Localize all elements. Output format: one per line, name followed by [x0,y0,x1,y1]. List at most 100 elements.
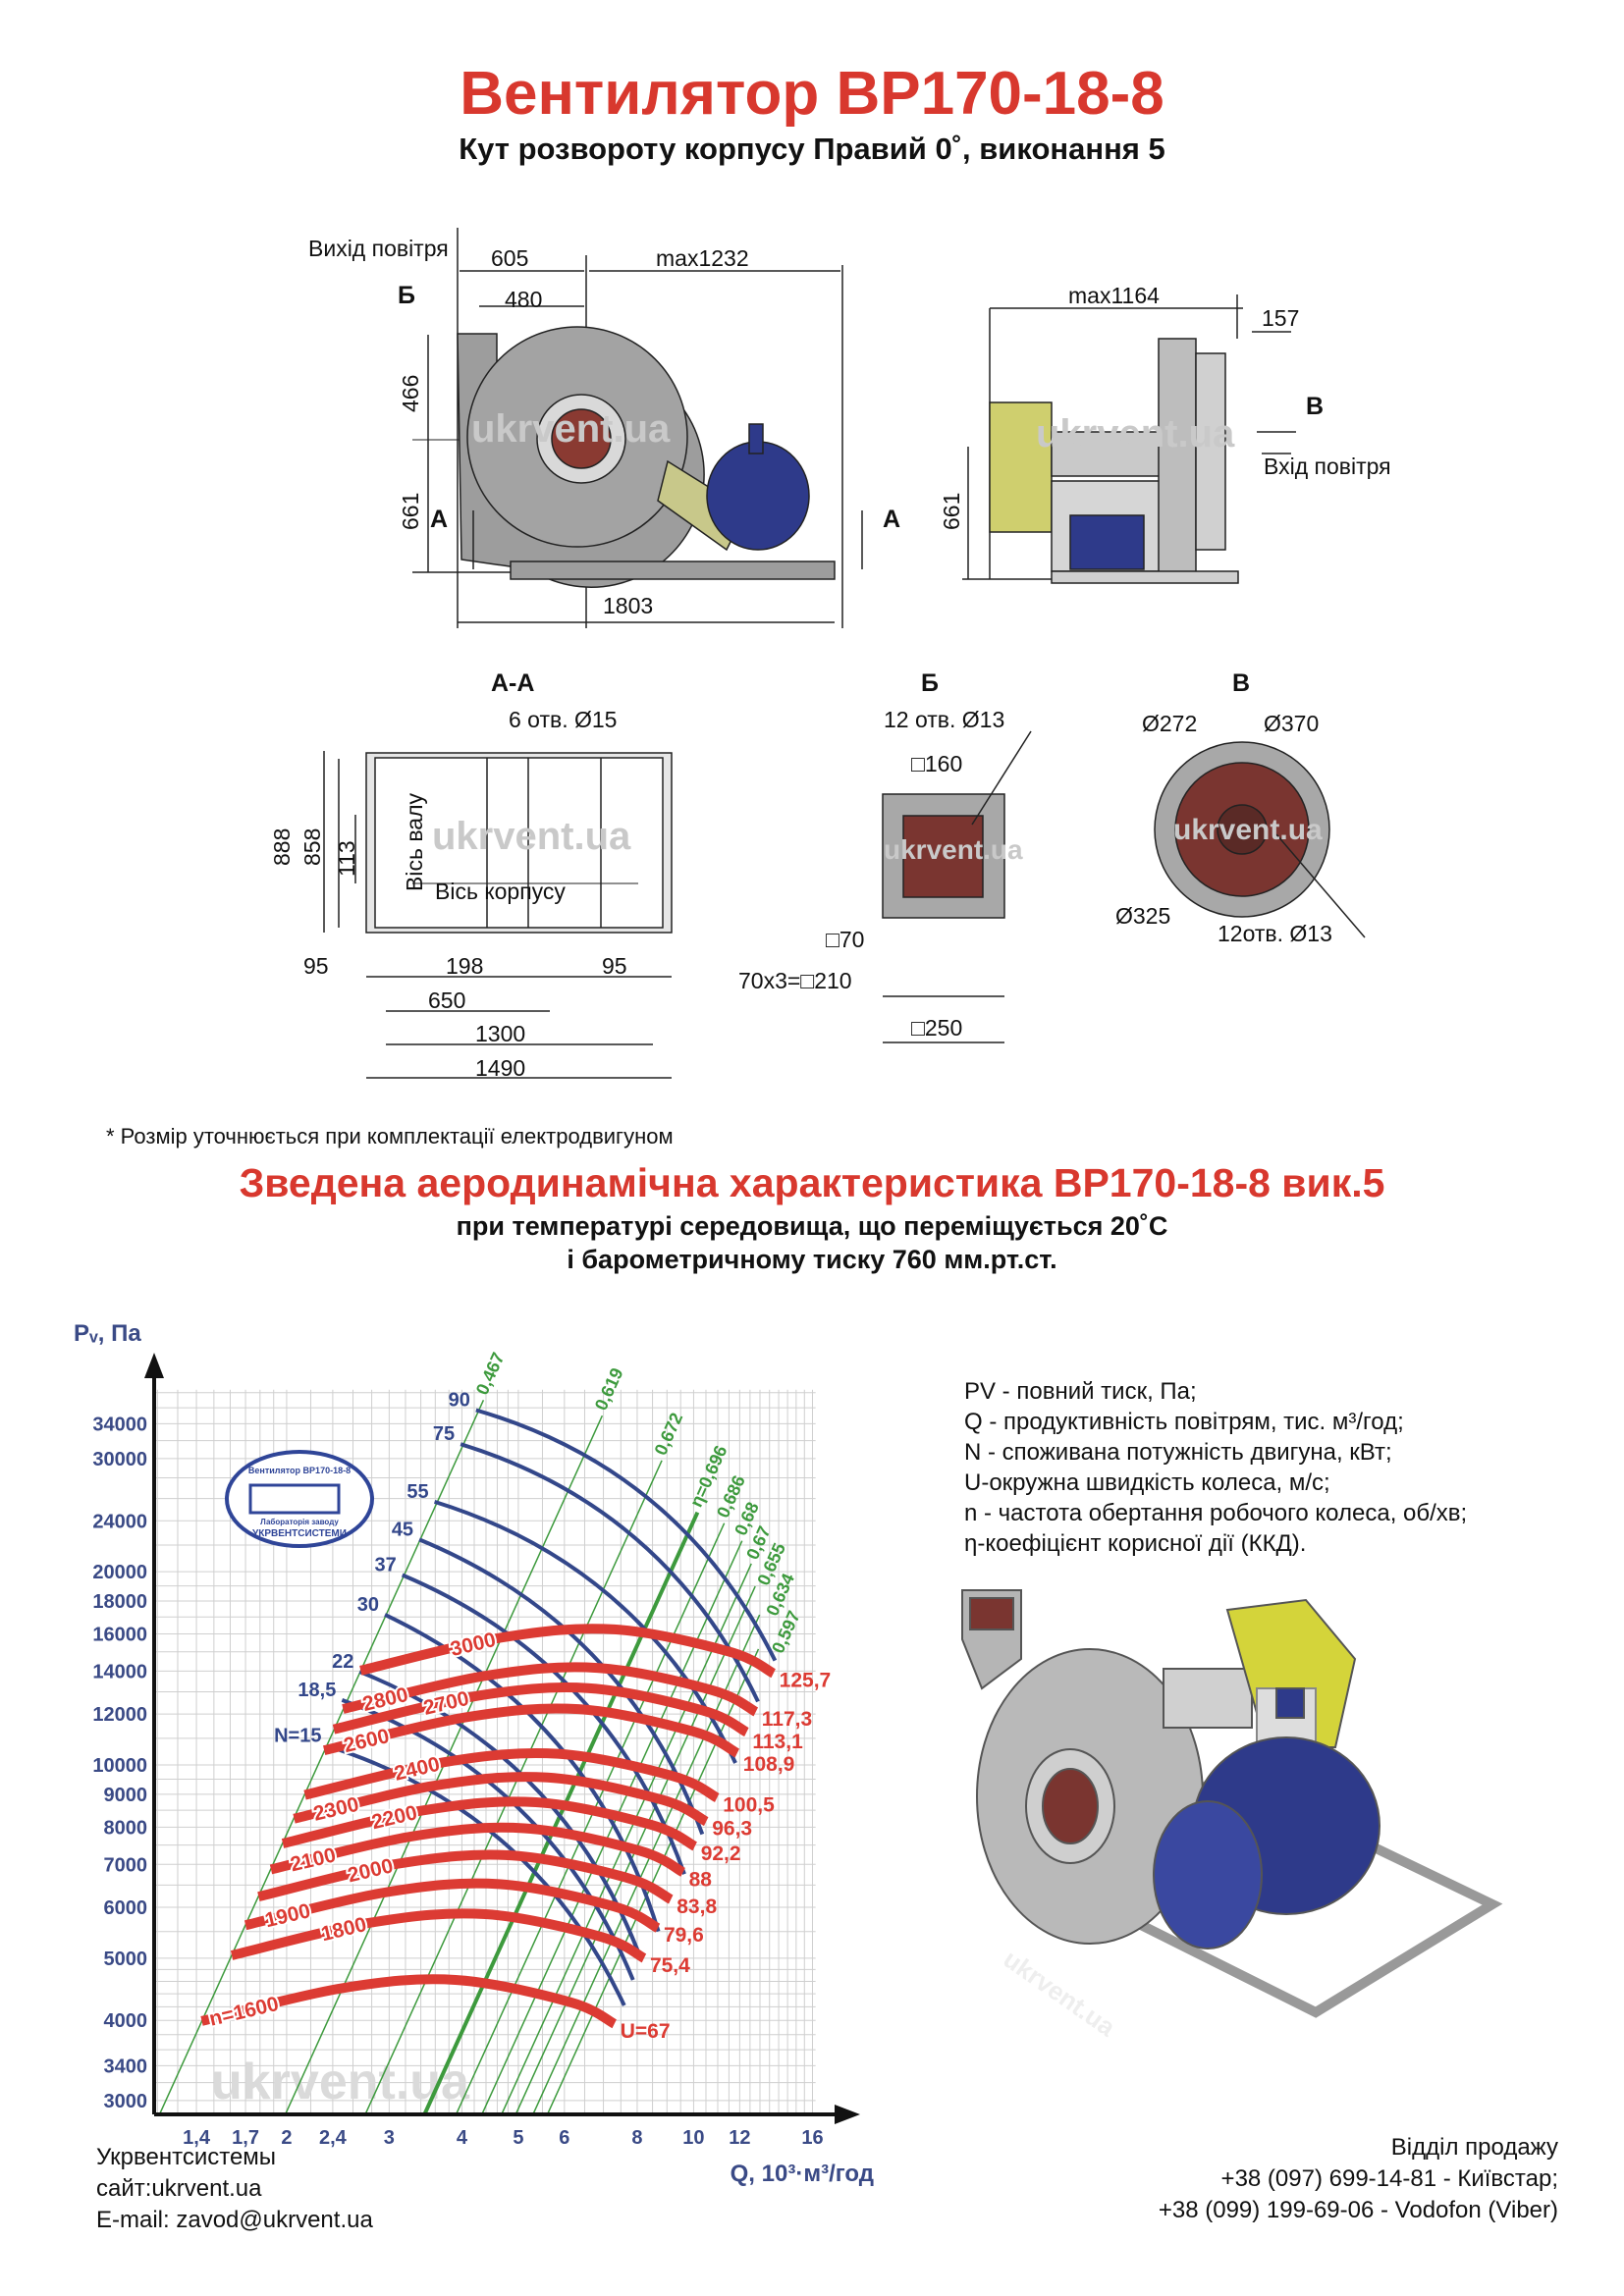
dim-95-right: 95 [602,953,627,979]
housing-axis-label: Вісь корпусу [435,879,566,904]
speed-curve [293,1772,709,1827]
x-tick-label: 8 [631,2127,642,2149]
tip-speed-label: 100,5 [723,1793,775,1816]
speed-curve [244,1878,661,1933]
power-label: 22 [332,1651,353,1673]
phone-vodafone[interactable]: +38 (099) 199-69-06 - Vodofon (Viber) [1158,2197,1558,2223]
y-tick-label: 18000 [92,1591,147,1613]
footnote: * Розмір уточнюється при комплектації ел… [106,1124,674,1148]
section-v-holes: 12отв. Ø13 [1218,921,1332,946]
dim-370: Ø370 [1264,711,1320,736]
air-outlet-label: Вихід повітря [308,236,449,261]
footer-company-info: Укрвентсистемы сайт:ukrvent.ua E-mail: z… [96,2142,373,2236]
power-curve [401,1573,686,1875]
chart-watermark: ukrvent.ua [211,2054,470,2110]
speed-label: 2400 [392,1753,442,1786]
air-inlet-label: Вхід повітря [1264,454,1391,479]
dim-max1232: max1232 [656,245,749,271]
power-label: 30 [357,1594,379,1616]
x-tick-label: 12 [729,2127,750,2149]
dim-325: Ø325 [1115,903,1171,929]
phone-kyivstar[interactable]: +38 (097) 699-14-81 - Київстар; [1220,2165,1558,2192]
section-v-mark: В [1306,393,1325,420]
section-b-drawing [882,730,1032,1043]
speed-label: 1800 [319,1913,369,1946]
dim-480: 480 [505,287,543,312]
y-tick-label: 7000 [104,1854,148,1876]
section-b-holes: 12 отв. Ø13 [884,707,1005,732]
speed-curve [230,1908,647,1963]
speed-curve [257,1849,674,1904]
chart-legend: PV - повний тиск, Па; Q - продуктивність… [964,1376,1467,1559]
dim-1803: 1803 [603,593,654,618]
speed-curve [323,1703,740,1758]
side-view-drawing [962,294,1296,584]
y-tick-label: 34000 [92,1414,147,1435]
efficiency-line [455,1522,726,2115]
company-site[interactable]: сайт:ukrvent.ua [96,2175,262,2202]
y-tick-label: 20000 [92,1562,147,1583]
tip-speed-label: 113,1 [752,1731,803,1753]
legend-item-n-power: N - споживана потужність двигуна, кВт; [964,1439,1392,1466]
dim-650: 650 [428,988,466,1013]
dim-157: 157 [1262,305,1300,331]
power-curve [326,1743,626,2006]
power-curve [384,1613,661,1933]
legend-item-u: U-окружна швидкість колеса, м/с; [964,1469,1330,1496]
dim-210: 70х3=□210 [738,968,852,993]
y-tick-label: 16000 [92,1624,147,1645]
tip-speed-label: 79,6 [664,1924,704,1947]
y-tick-label: 5000 [104,1949,148,1970]
dim-272: Ø272 [1142,711,1198,736]
x-tick-label: 2 [281,2127,292,2149]
aero-condition-pressure: і барометричному тиску 760 мм.рт.ст. [567,1245,1057,1274]
efficiency-line [501,1563,752,2115]
x-tick-label: 2,4 [319,2127,348,2149]
fan-3d-illustration: ukrvent.ua [961,1589,1503,2043]
dim-max1164: max1164 [1068,283,1160,308]
x-tick-label: 1,4 [183,2127,211,2149]
speed-curve [200,1974,618,2029]
sales-department: Відділ продажу [1390,2134,1558,2161]
y-tick-label: 3400 [104,2056,148,2077]
section-a-right-mark: А [883,506,901,533]
x-tick-label: 3 [384,2127,395,2149]
power-label: 45 [392,1519,413,1540]
tip-speed-label: U=67 [621,2020,671,2043]
dim-95-left: 95 [303,953,329,979]
speed-curve [281,1796,698,1851]
y-tick-label: 6000 [104,1897,148,1919]
speed-curve [269,1822,686,1877]
legend-item-n-speed: n - частота обертання робочого колеса, о… [964,1500,1468,1526]
section-b-title: Б [921,669,939,697]
tip-speed-label: 108,9 [743,1753,795,1776]
tip-speed-label: 117,3 [762,1708,812,1731]
y-axis-label: Pᵥ, Па [74,1320,141,1347]
dim-198: 198 [446,953,484,979]
x-axis-label: Q, 10³·м³/год [731,2161,874,2187]
y-tick-label: 3000 [104,2091,148,2112]
speed-curve [342,1662,759,1717]
page-subtitle: Кут розвороту корпусу Правий 0˚, виконан… [459,132,1165,166]
legend-item-pv: PV - повний тиск, Па; [964,1378,1197,1405]
y-tick-label: 4000 [104,2010,148,2032]
dim-160: □160 [911,751,963,776]
x-tick-label: 10 [682,2127,704,2149]
tip-speed-label: 88 [689,1868,713,1891]
speed-curve [359,1624,777,1679]
y-tick-label: 8000 [104,1817,148,1839]
power-curve [341,1697,635,1981]
y-tick-label: 12000 [92,1704,147,1726]
y-tick-label: 24000 [92,1511,147,1532]
speed-label: 2100 [289,1843,339,1876]
power-label: 37 [374,1555,396,1576]
efficiency-label: 0,467 [472,1350,509,1398]
power-label: 55 [406,1481,428,1503]
speed-label: 3000 [448,1629,498,1661]
aero-title: Зведена аеродинамічна характеристика ВР1… [239,1160,1385,1205]
company-email[interactable]: E-mail: zavod@ukrvent.ua [96,2207,373,2233]
watermark: ukrvent.ua [1173,814,1323,846]
technical-drawings: ukrvent.ua ukrvent.ua ukrvent.ua ukrvent… [323,228,1366,1079]
